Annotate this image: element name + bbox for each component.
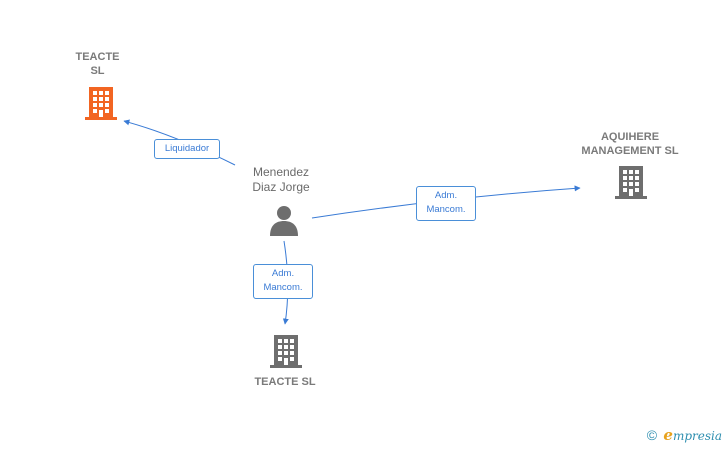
company-label-aquihere[interactable]: AQUIHERE MANAGEMENT SL — [570, 130, 690, 158]
company-label-teacte-top[interactable]: TEACTE SL — [60, 50, 135, 78]
company-label-line1: AQUIHERE — [600, 131, 660, 143]
brand-initial: e — [663, 426, 673, 444]
brand-logo: empresia — [663, 426, 722, 444]
company-label-teacte-bottom[interactable]: TEACTE SL — [240, 375, 330, 389]
edge-label-line1: Adm. — [434, 190, 458, 201]
edge-label-line2: Mancom. — [426, 204, 466, 215]
company-label-line1: TEACTE SL — [254, 376, 316, 388]
edge-label-line2: Mancom. — [263, 282, 303, 293]
building-icon[interactable] — [270, 333, 302, 369]
brand-name: mpresia — [672, 429, 722, 443]
person-label-line1: Menendez — [252, 165, 310, 179]
building-icon[interactable] — [85, 85, 117, 121]
edge-label-adm-aquihere[interactable]: Adm. Mancom. — [416, 186, 476, 221]
copyright-symbol: © — [646, 427, 658, 443]
person-icon[interactable] — [268, 204, 300, 236]
person-label-line2: Diaz Jorge — [252, 180, 310, 194]
building-icon[interactable] — [615, 164, 647, 200]
company-label-line1: TEACTE — [75, 51, 120, 63]
footer-brand: © empresia — [647, 426, 722, 444]
person-label[interactable]: Menendez Diaz Jorge — [237, 165, 325, 195]
edge-label-liquidador[interactable]: Liquidador — [154, 139, 220, 159]
company-label-line2: SL — [90, 65, 105, 77]
edge-label-line1: Adm. — [271, 268, 295, 279]
edge-label-text: Liquidador — [164, 143, 210, 154]
company-label-line2: MANAGEMENT SL — [581, 145, 679, 157]
edge-label-adm-teacte-bottom[interactable]: Adm. Mancom. — [253, 264, 313, 299]
